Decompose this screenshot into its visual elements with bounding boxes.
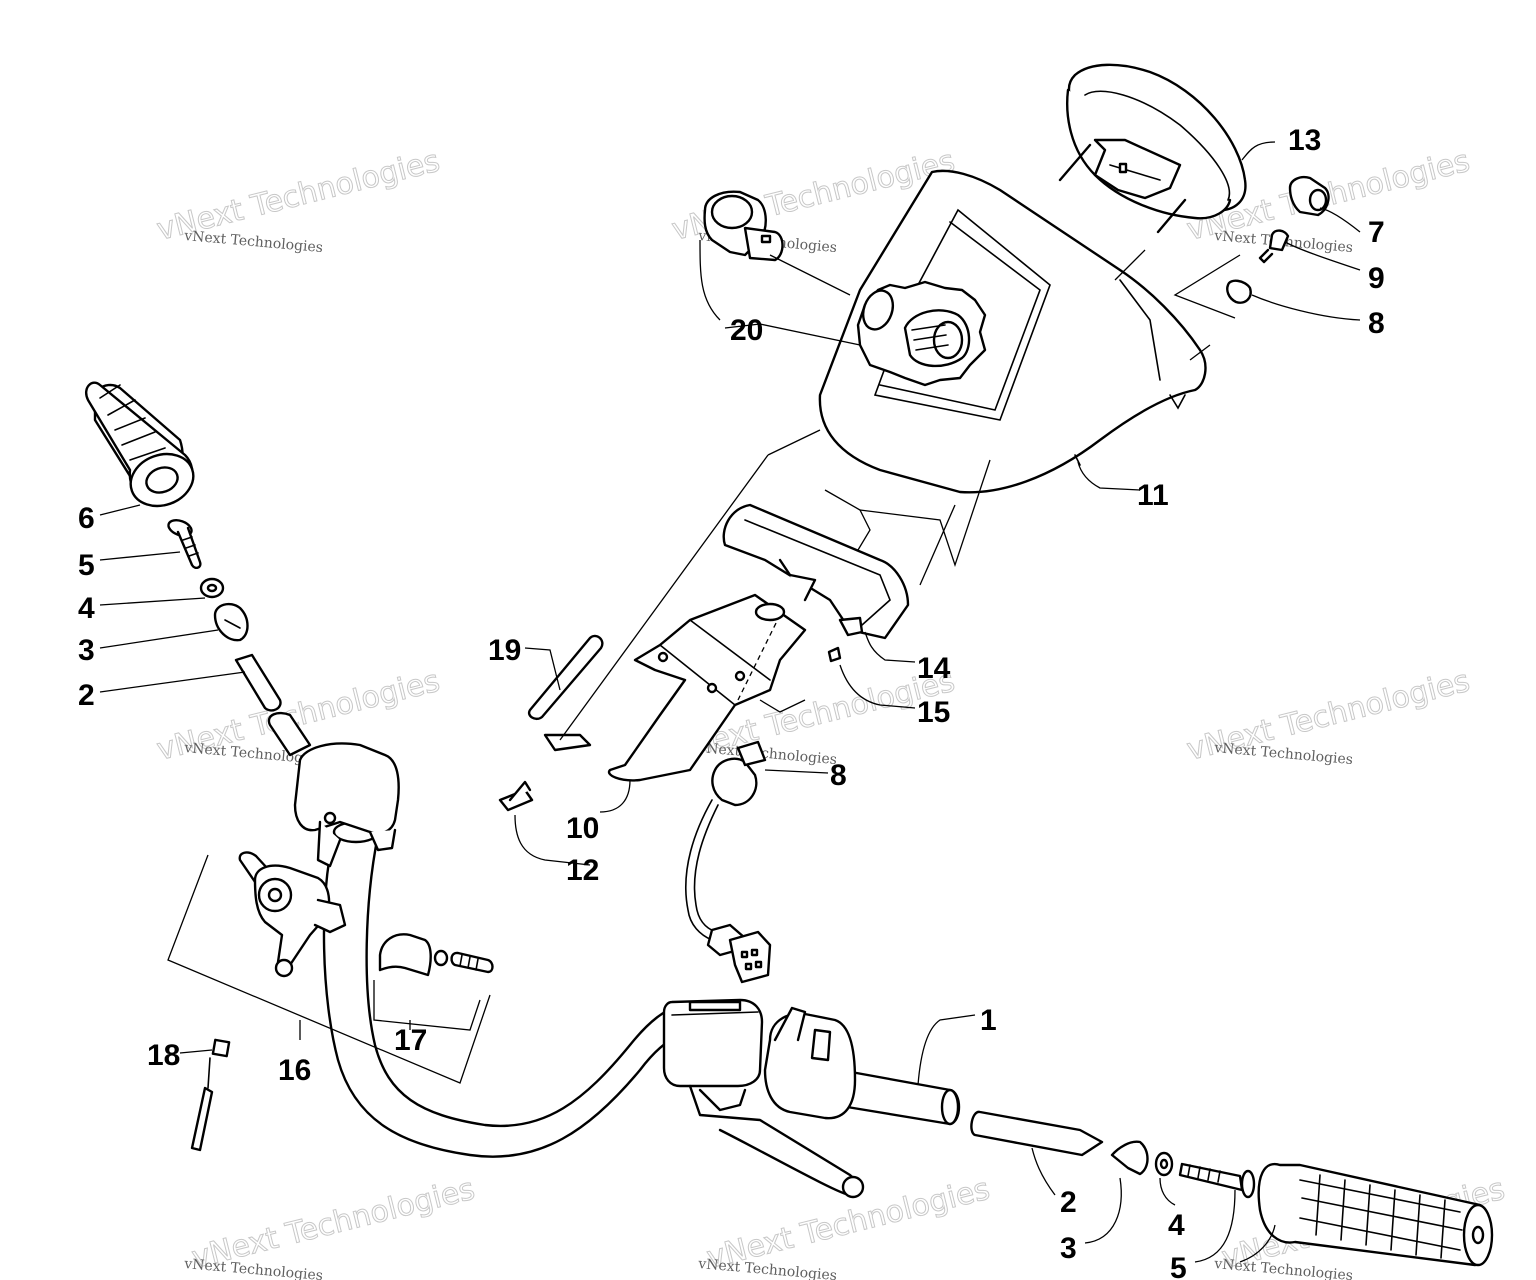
clamp-bracket — [378, 933, 494, 977]
push-rivet — [498, 780, 534, 812]
callout-20: 20 — [730, 314, 763, 347]
callout-12: 12 — [566, 854, 599, 887]
left-weight — [213, 602, 249, 642]
callout-8-mid: 8 — [830, 759, 847, 792]
brake-master-cylinder — [662, 998, 865, 1199]
callout-4-right: 4 — [1168, 1209, 1185, 1242]
throttle-housing — [267, 711, 400, 868]
callout-5-right: 5 — [1170, 1252, 1187, 1280]
gauge-bracket — [722, 503, 910, 640]
callout-13: 13 — [1288, 124, 1321, 157]
right-handlebar-end — [833, 1068, 961, 1126]
callout-8-top: 8 — [1368, 307, 1385, 340]
callout-3-left: 3 — [78, 634, 95, 667]
callout-9: 9 — [1368, 262, 1385, 295]
cable-tip — [190, 1038, 231, 1152]
callout-2-right: 2 — [1060, 1186, 1077, 1219]
callout-11: 11 — [1137, 479, 1169, 512]
foam-tube — [527, 634, 604, 721]
callout-10: 10 — [566, 812, 599, 845]
callout-19: 19 — [488, 634, 521, 667]
indicator-lens — [1288, 175, 1330, 217]
indicator-grommet — [1226, 279, 1252, 304]
indicator-bulb — [1258, 229, 1290, 264]
callout-4-left: 4 — [78, 592, 95, 625]
callout-2-left: 2 — [78, 679, 95, 712]
left-bolt — [167, 519, 202, 570]
handlebar-pod — [818, 169, 1207, 494]
right-weight — [1110, 1140, 1149, 1176]
callout-6: 6 — [78, 502, 95, 535]
ignition-switch — [703, 190, 784, 262]
callout-16: 16 — [278, 1054, 311, 1087]
handlebar — [322, 820, 682, 1158]
callout-18: 18 — [147, 1039, 180, 1072]
left-insert — [234, 653, 282, 712]
bracket-screw — [827, 646, 842, 663]
right-grip — [1257, 1162, 1494, 1267]
right-bolt — [1178, 1162, 1256, 1199]
callout-7: 7 — [1368, 216, 1385, 249]
wiring-harness — [684, 740, 772, 984]
right-washer — [1154, 1151, 1174, 1177]
watermark-small-top-left: vNext Technologies — [183, 228, 324, 256]
right-insert — [970, 1110, 1104, 1157]
leader-lines — [99, 141, 1361, 1263]
callout-3-right: 3 — [1060, 1232, 1077, 1265]
speedometer — [1058, 63, 1247, 234]
callout-5-left: 5 — [78, 549, 95, 582]
mounting-plate — [543, 593, 807, 782]
callout-14: 14 — [917, 652, 951, 685]
callout-1: 1 — [980, 1004, 997, 1037]
throttle-lever — [238, 851, 347, 978]
left-grip — [85, 381, 195, 508]
callout-15: 15 — [917, 696, 950, 729]
left-washer — [199, 577, 225, 599]
right-switch-housing — [763, 1006, 857, 1120]
callout-17: 17 — [394, 1024, 427, 1057]
